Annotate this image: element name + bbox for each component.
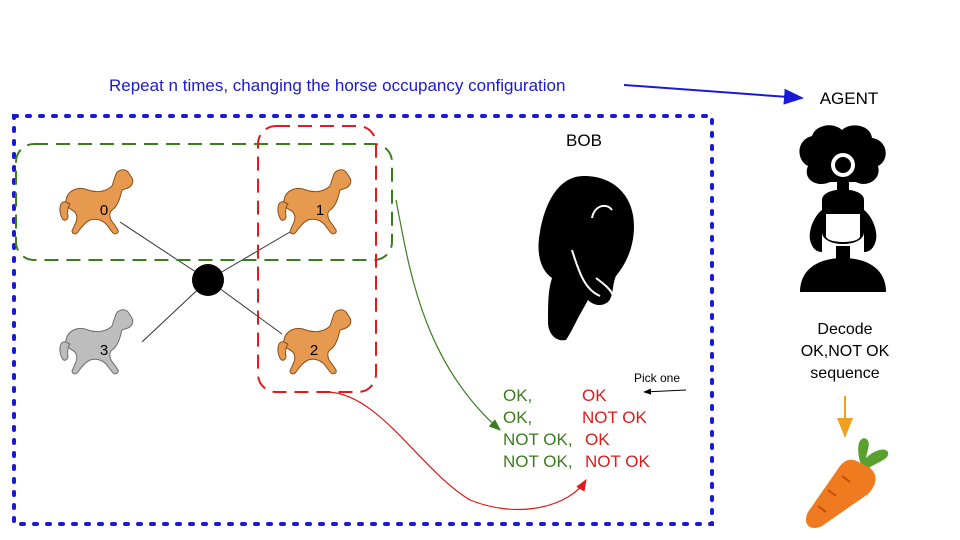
environment-boundary [12, 114, 714, 526]
outcome-2-right: OK [585, 430, 610, 449]
agent-icon [799, 125, 886, 292]
outcome-3-right: NOT OK [585, 452, 651, 471]
outcome-1-left: OK, [503, 408, 532, 427]
outcome-0-left: OK, [503, 386, 532, 405]
red-group [257, 125, 377, 393]
green-arrow [395, 199, 501, 431]
repeat-arrow [623, 84, 804, 105]
decode-label-line3: sequence [810, 365, 879, 382]
pick-one-label: Pick one [634, 371, 680, 385]
horse-1-label: 1 [316, 202, 324, 219]
red-arrow [327, 391, 587, 511]
edge-0 [119, 221, 209, 281]
outcome-0-right: OK [582, 386, 607, 405]
bob-label: BOB [566, 131, 602, 150]
horse-2-label: 2 [310, 342, 318, 359]
horse-3 [59, 309, 134, 375]
green-group [15, 143, 393, 261]
outcome-1-right: NOT OK [582, 408, 648, 427]
horse-0-label: 0 [100, 202, 108, 219]
carrot-icon [805, 438, 889, 529]
bob-icon [538, 176, 634, 341]
outcome-2-left: NOT OK, [503, 430, 573, 449]
pick-one-arrow [643, 388, 687, 395]
horse-3-label: 3 [100, 342, 108, 359]
repeat-label: Repeat n times, changing the horse occup… [109, 76, 565, 95]
horse-0 [59, 169, 134, 235]
decode-label-line1: Decode [817, 321, 872, 338]
center-node [192, 264, 224, 296]
agent-label: AGENT [820, 89, 879, 108]
outcome-list: OK, OK OK, NOT OK NOT OK, OK NOT OK, NOT… [503, 386, 651, 471]
horse-1 [277, 169, 352, 235]
outcome-3-left: NOT OK, [503, 452, 573, 471]
decode-label-line2: OK,NOT OK [801, 343, 890, 360]
